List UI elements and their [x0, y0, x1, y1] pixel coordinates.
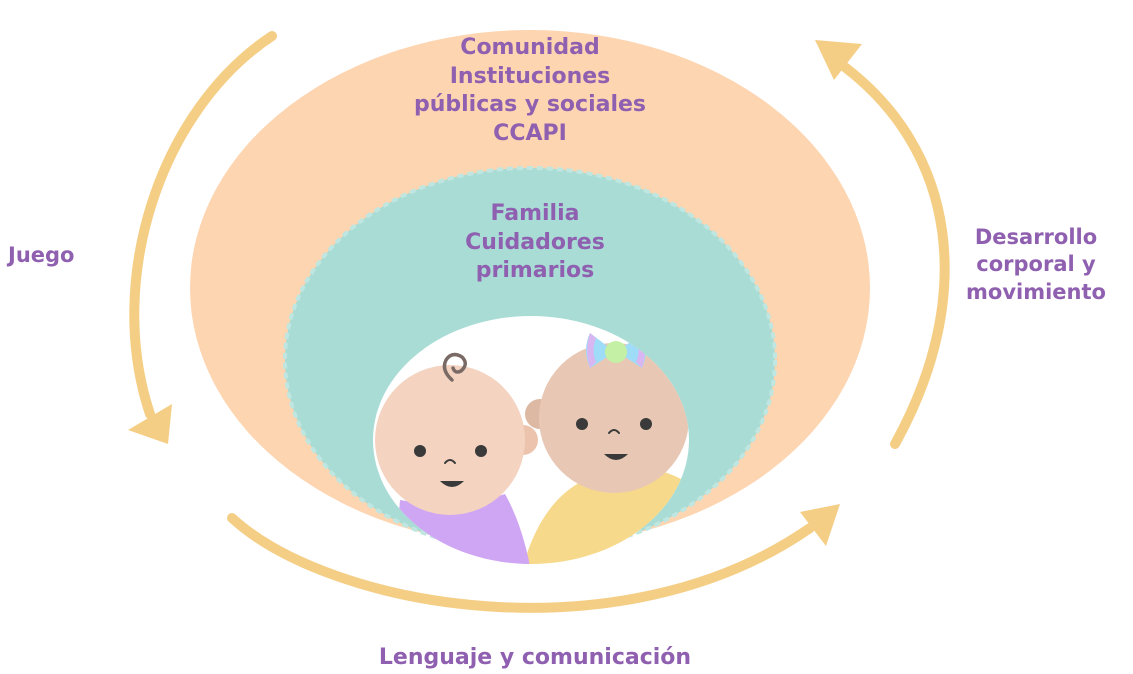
baby-boy-shirt	[392, 494, 535, 564]
desarrollo-label: Desarrollo corporal y movimiento	[950, 224, 1122, 306]
arrow-desarrollo-head	[815, 40, 862, 80]
arrow-lenguaje-head	[800, 504, 840, 546]
arrow-desarrollo	[815, 40, 950, 449]
baby-boy-eye-left	[414, 445, 426, 457]
community-line-3: públicas y sociales	[413, 92, 647, 118]
baby-girl-eye-left	[576, 418, 588, 430]
desarrollo-line-3: movimiento	[966, 279, 1106, 304]
family-line-1: Familia	[490, 201, 580, 226]
juego-label: Juego	[8, 242, 74, 269]
baby-girl-nose	[608, 429, 620, 434]
family-line-2: Cuidadores	[465, 229, 605, 255]
community-line-4: CCAPI	[493, 120, 567, 146]
lenguaje-label: Lenguaje y comunicación	[315, 644, 755, 673]
bow-center	[605, 341, 627, 363]
family-line-3: primarios	[475, 258, 595, 284]
baby-boy-icon	[375, 352, 538, 564]
family-label: Familia Cuidadores primarios	[420, 200, 650, 286]
juego-text: Juego	[8, 243, 75, 267]
arrow-lenguaje	[227, 504, 840, 613]
arrow-juego	[128, 31, 277, 444]
hair-curl-icon	[442, 352, 467, 382]
baby-girl-mouth	[604, 454, 628, 460]
desarrollo-line-2: corporal y	[976, 252, 1096, 277]
desarrollo-line-1: Desarrollo	[974, 225, 1098, 249]
arrow-juego-head	[128, 404, 172, 444]
community-label: Comunidad Instituciones públicas y socia…	[330, 34, 730, 148]
baby-boy-eye-right	[475, 445, 487, 457]
bow-left-accent	[587, 333, 596, 368]
baby-girl-head	[539, 343, 689, 493]
arrow-desarrollo-shaft	[833, 57, 950, 449]
community-line-2: Instituciones	[449, 63, 611, 89]
arrow-lenguaje-shaft	[227, 513, 815, 613]
baby-girl-eye-right	[640, 418, 652, 430]
arrow-juego-shaft	[129, 31, 277, 419]
community-line-1: Comunidad	[460, 35, 600, 60]
baby-boy-mouth	[440, 481, 464, 487]
baby-boy-head	[375, 365, 525, 515]
lenguaje-text: Lenguaje y comunicación	[378, 645, 692, 670]
baby-boy-nose	[444, 459, 456, 464]
